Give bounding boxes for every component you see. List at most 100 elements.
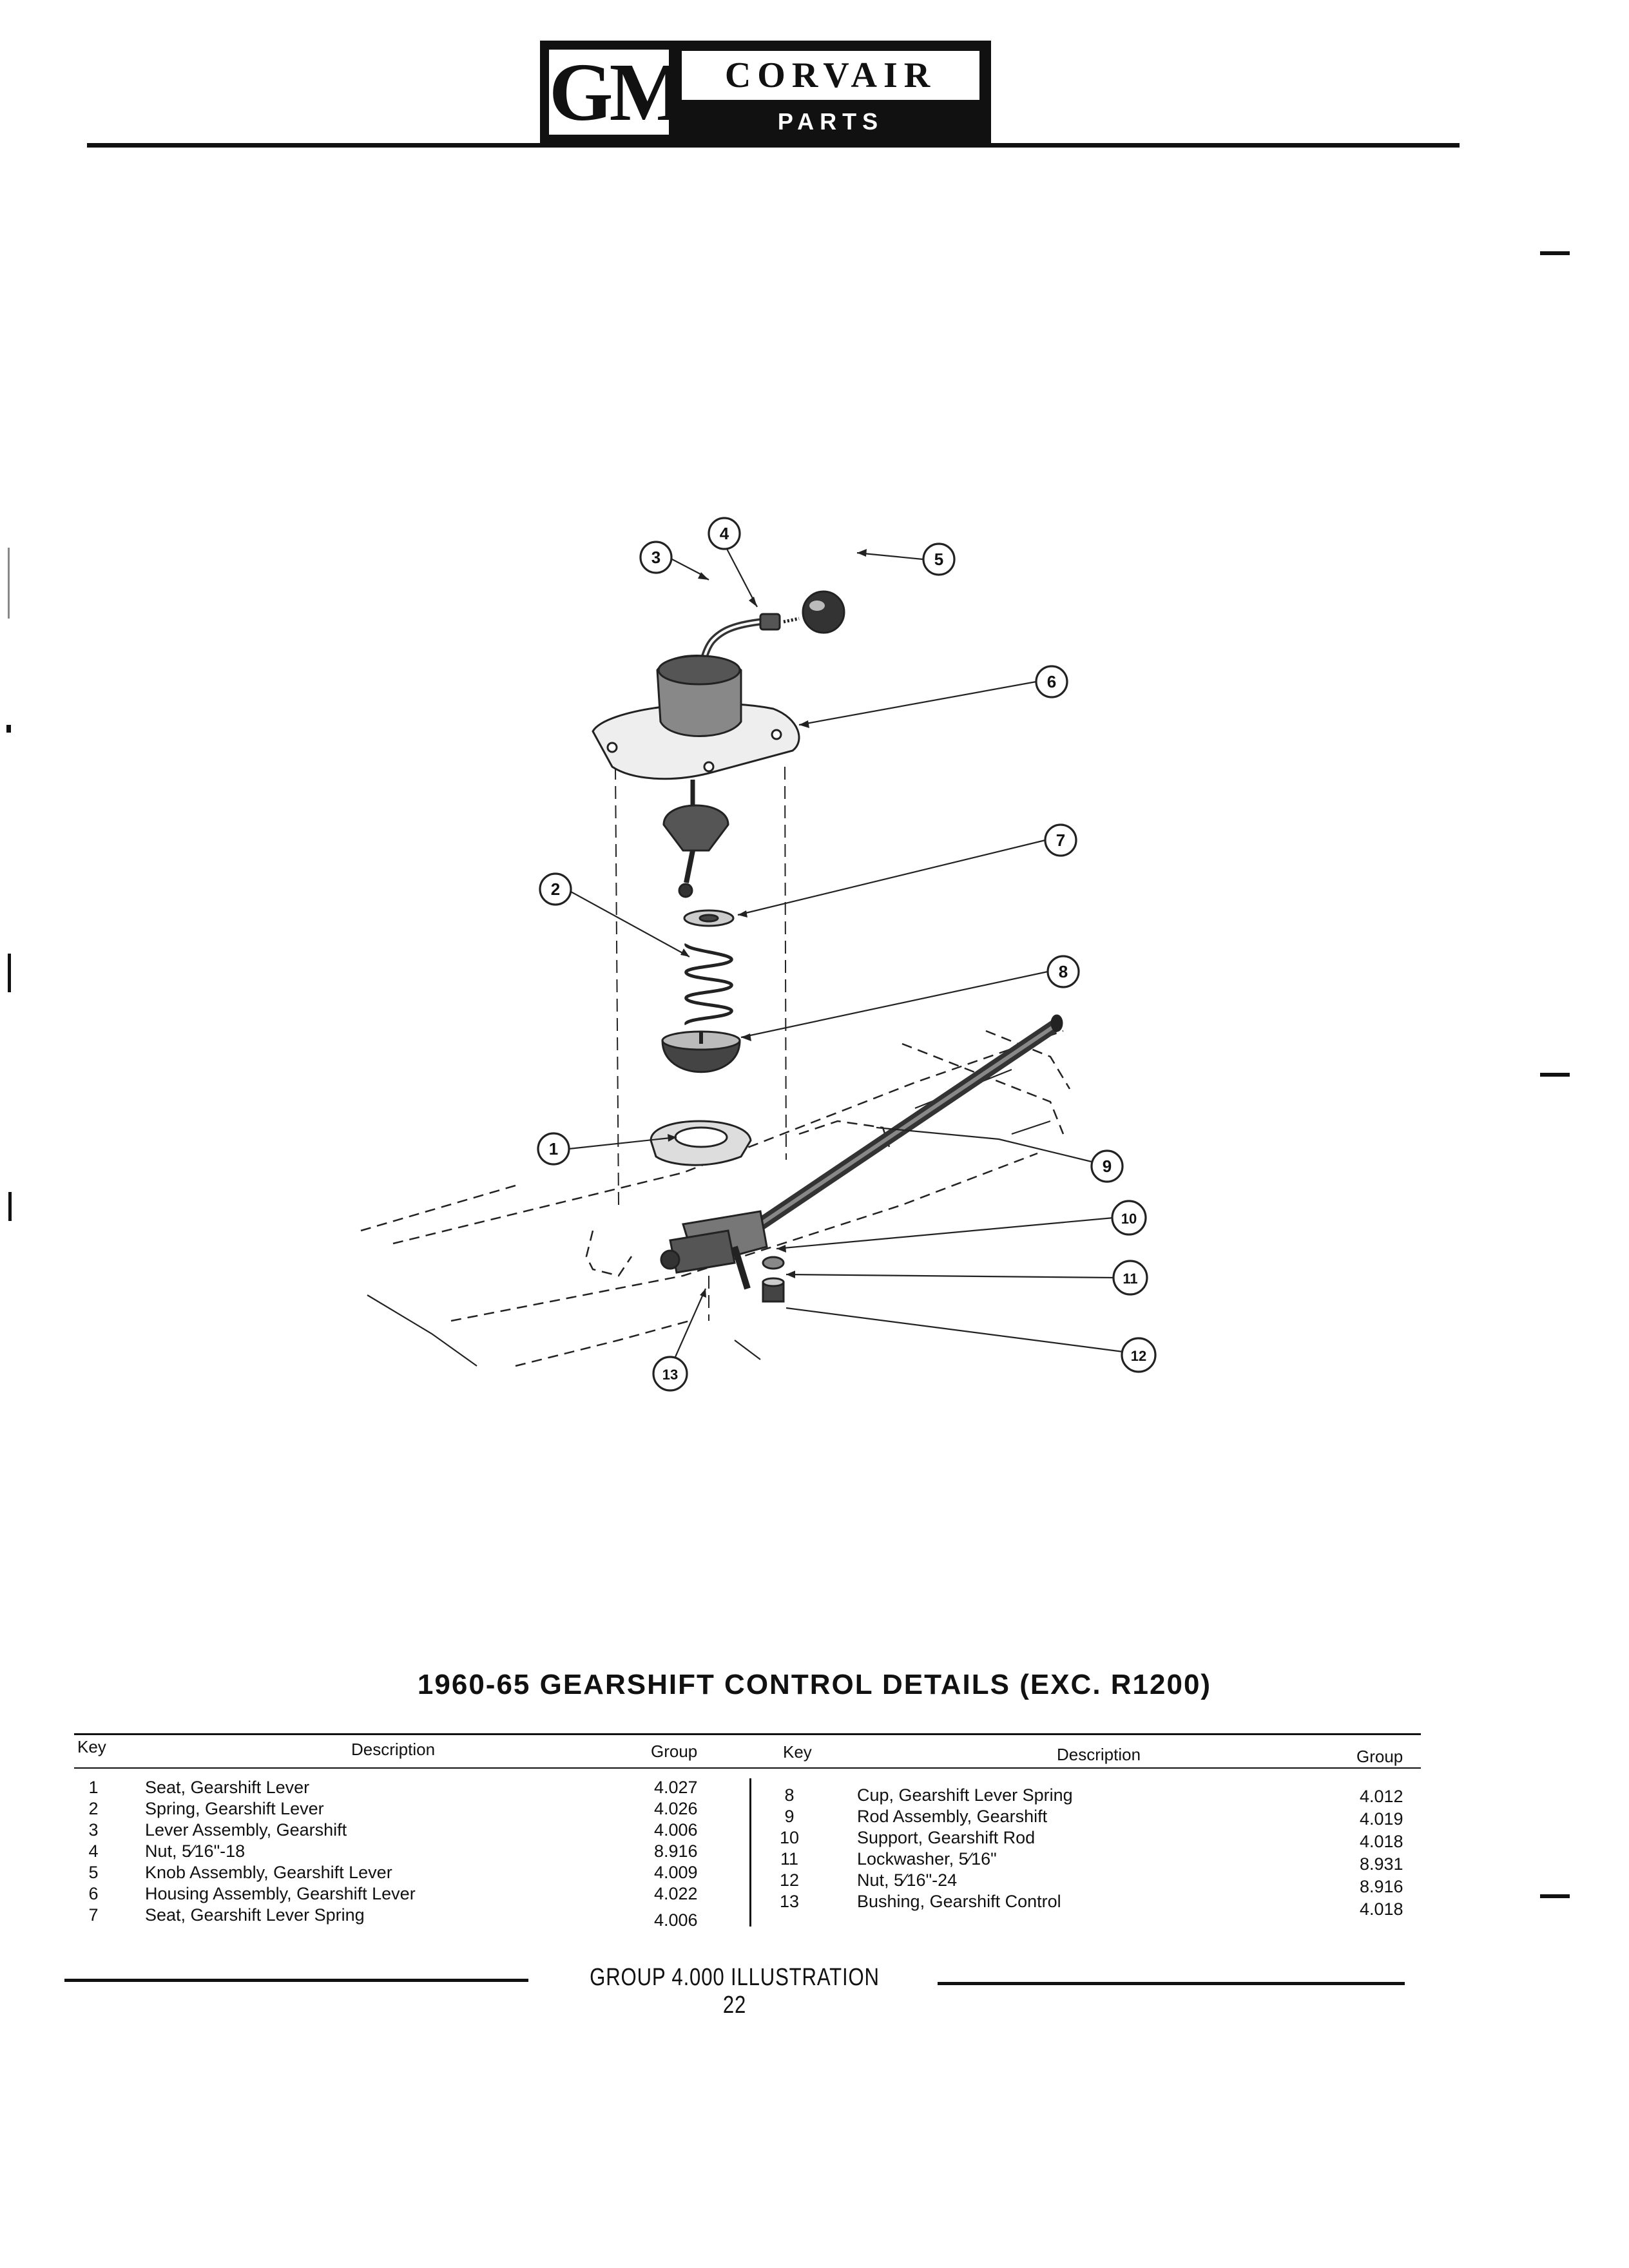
table-row: 2 Spring, Gearshift Lever 4.026 <box>74 1798 738 1820</box>
scan-mark <box>1540 1073 1570 1077</box>
row-group: 4.026 <box>654 1799 698 1818</box>
row-description: Lever Assembly, Gearshift <box>145 1820 347 1840</box>
table-row: 13 Bushing, Gearshift Control 4.018 <box>770 1891 1427 1919</box>
arrowheads <box>668 549 867 1298</box>
row-key: 7 <box>88 1905 99 1925</box>
header-rule <box>87 143 1460 148</box>
row-key: 4 <box>88 1841 99 1861</box>
row-key: 5 <box>88 1863 99 1882</box>
row-description: Lockwasher, 5⁄16" <box>857 1849 997 1869</box>
callout-10: 10 <box>1111 1200 1147 1236</box>
callout-9: 9 <box>1090 1149 1124 1183</box>
column-header-group: Group <box>651 1742 698 1761</box>
row-group: 4.018 <box>1360 1899 1403 1919</box>
row-group: 8.931 <box>1360 1854 1403 1874</box>
callout-5: 5 <box>922 543 956 576</box>
callout-12: 12 <box>1121 1337 1157 1373</box>
spring <box>684 942 733 1026</box>
table-row: 6 Housing Assembly, Gearshift Lever 4.02… <box>74 1883 738 1905</box>
table-header-rule <box>74 1767 1421 1769</box>
table-row: 4 Nut, 5⁄16"-18 8.916 <box>74 1841 738 1862</box>
housing-assembly <box>592 655 800 780</box>
scan-mark <box>1540 1894 1570 1898</box>
table-row: 1 Seat, Gearshift Lever 4.027 <box>74 1777 738 1798</box>
scan-mark <box>8 954 11 992</box>
row-description: Nut, 5⁄16"-18 <box>145 1841 246 1861</box>
callout-8-label: 8 <box>1059 962 1068 981</box>
logo-brand-name: CORVAIR <box>682 51 979 100</box>
floor-pan-solid <box>367 1068 1051 1367</box>
column-header-key: Key <box>77 1737 106 1756</box>
table-top-rule <box>74 1733 1421 1735</box>
row-group: 4.018 <box>1360 1832 1403 1851</box>
nut-small <box>762 1277 785 1303</box>
row-key: 6 <box>88 1884 99 1903</box>
table-row: 8 Cup, Gearshift Lever Spring 4.012 <box>770 1785 1427 1806</box>
callout-11-label: 11 <box>1123 1271 1137 1287</box>
row-group: 4.009 <box>654 1863 698 1882</box>
row-description: Housing Assembly, Gearshift Lever <box>145 1884 416 1903</box>
callout-5-label: 5 <box>934 550 943 569</box>
lever-seat <box>650 1120 752 1166</box>
callout-2: 2 <box>539 872 572 906</box>
table-row: 11 Lockwasher, 5⁄16" 8.931 <box>770 1849 1427 1874</box>
callout-13: 13 <box>652 1356 688 1392</box>
callout-4: 4 <box>708 517 741 550</box>
callouts: 4 3 5 6 7 2 8 1 9 10 11 13 12 <box>537 517 1157 1392</box>
callout-12-label: 12 <box>1131 1348 1146 1364</box>
leader-lines <box>568 547 1124 1358</box>
floor-pan-outline <box>360 1030 1071 1367</box>
gm-logo-mark: GM <box>549 46 687 138</box>
illustration-title: 1960-65 GEARSHIFT CONTROL DETAILS (EXC. … <box>417 1669 1212 1700</box>
gm-corvair-logo: GM CORVAIR PARTS CATALOGUE <box>540 41 991 168</box>
table-row: 7 Seat, Gearshift Lever Spring 4.006 <box>74 1905 738 1930</box>
callout-6-label: 6 <box>1047 672 1056 691</box>
row-key: 3 <box>88 1820 99 1840</box>
row-description: Cup, Gearshift Lever Spring <box>857 1785 1073 1805</box>
row-description: Knob Assembly, Gearshift Lever <box>145 1863 392 1882</box>
footer-rule-left <box>64 1979 528 1982</box>
row-key: 11 <box>780 1849 799 1869</box>
row-description: Bushing, Gearshift Control <box>857 1892 1061 1911</box>
rod-support <box>660 1210 768 1274</box>
column-header-description: Description <box>1057 1745 1141 1764</box>
gearshift-exploded-diagram: 4 3 5 6 7 2 8 1 9 10 11 13 12 <box>360 517 1157 1392</box>
table-row: 5 Knob Assembly, Gearshift Lever 4.009 <box>74 1862 738 1883</box>
rod-assembly <box>757 1014 1063 1230</box>
row-description: Seat, Gearshift Lever <box>145 1778 310 1797</box>
cup <box>661 1030 741 1073</box>
table-row: 3 Lever Assembly, Gearshift 4.006 <box>74 1820 738 1841</box>
alignment-lines <box>615 766 787 1321</box>
column-header-group: Group <box>1356 1747 1403 1766</box>
row-key: 13 <box>779 1892 800 1911</box>
row-key: 9 <box>784 1807 795 1826</box>
callout-4-label: 4 <box>720 524 729 543</box>
callout-8: 8 <box>1046 955 1080 988</box>
row-key: 2 <box>88 1799 99 1818</box>
callout-6: 6 <box>1035 665 1068 698</box>
spring-seat <box>683 909 735 927</box>
row-description: Seat, Gearshift Lever Spring <box>145 1905 365 1925</box>
row-key: 8 <box>784 1785 795 1805</box>
callout-13-label: 13 <box>662 1367 678 1383</box>
callout-1-label: 1 <box>549 1139 558 1158</box>
callout-2-label: 2 <box>551 879 560 899</box>
table-column-divider <box>749 1778 751 1927</box>
scan-mark <box>8 548 10 619</box>
row-group: 8.916 <box>1360 1877 1403 1896</box>
callout-11: 11 <box>1112 1260 1148 1296</box>
scan-mark <box>8 1192 12 1221</box>
logo-subtitle: PARTS CATALOGUE <box>733 108 929 168</box>
footer-illustration-ref: GROUP 4.000 ILLUSTRATION 22 <box>590 1964 880 2019</box>
row-group: 4.019 <box>1360 1809 1403 1829</box>
scan-mark <box>6 725 11 733</box>
callout-1: 1 <box>537 1132 570 1166</box>
row-group: 8.916 <box>654 1841 698 1861</box>
callout-10-label: 10 <box>1121 1211 1137 1227</box>
row-group: 4.027 <box>654 1778 698 1797</box>
bushing <box>731 1245 751 1290</box>
row-key: 10 <box>779 1828 800 1847</box>
row-description: Rod Assembly, Gearshift <box>857 1807 1048 1826</box>
table-row: 12 Nut, 5⁄16"-24 8.916 <box>770 1870 1427 1896</box>
lockwasher <box>762 1256 785 1270</box>
